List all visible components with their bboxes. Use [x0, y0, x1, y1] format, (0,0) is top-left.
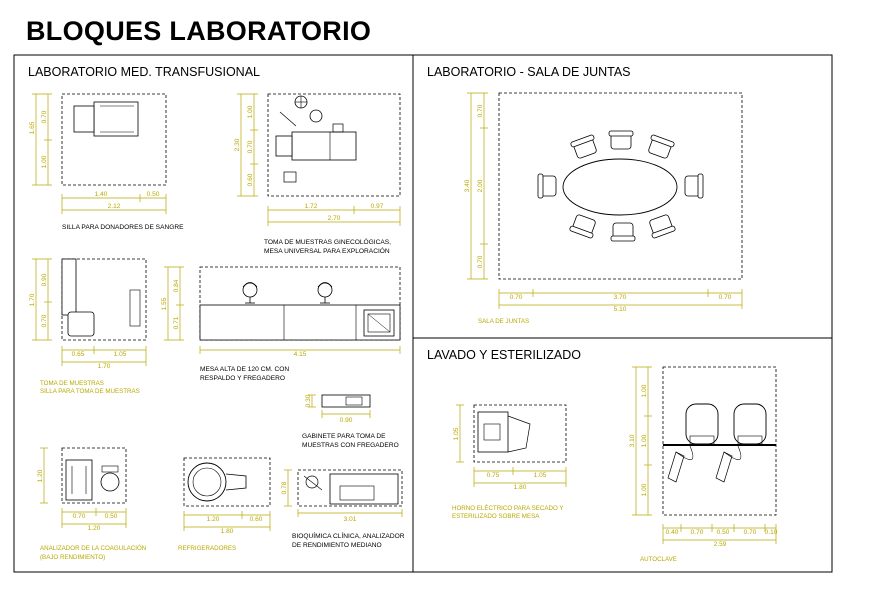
frame-outer	[13, 54, 833, 573]
dim-text: 0.70	[477, 255, 484, 268]
dim-text: 1.70	[98, 363, 111, 370]
caption-bioquimica-2: DE RENDIMIENTO MEDIANO	[292, 542, 382, 549]
caption-silla: SILLA PARA DONADORES DE SANGRE	[62, 224, 184, 231]
dim-text: 1.40	[95, 191, 108, 198]
block-silla-donadores	[32, 93, 167, 214]
caption-toma-muestras-1: TOMA DE MUESTRAS	[40, 380, 104, 387]
dimension-labels: 1.40 0.50 2.12 1.65 0.70 1.00 1.72 0.97 …	[29, 104, 778, 548]
dim-text: 2.12	[108, 203, 121, 210]
block-toma-ginecologicas	[237, 93, 401, 226]
dim-text: 0.10	[765, 529, 778, 536]
dim-text: 0.70	[691, 529, 704, 536]
dim-text: 1.00	[41, 155, 48, 168]
dim-text: 1.00	[641, 384, 648, 397]
block-analizador	[40, 447, 127, 528]
section-title-juntas: LABORATORIO - SALA DE JUNTAS	[427, 65, 631, 79]
dim-text: 1.05	[534, 472, 547, 479]
dim-text: 1.05	[453, 427, 460, 440]
block-toma-muestras-silla	[32, 258, 147, 366]
dim-text: 1.80	[514, 484, 527, 491]
dim-text: 0.50	[105, 513, 118, 520]
section-title-lavado: LAVADO Y ESTERILIZADO	[427, 348, 581, 362]
block-mesa-alta	[164, 266, 401, 354]
caption-horno-1: HORNO ELÉCTRICO PARA SECADO Y	[452, 505, 564, 512]
caption-horno-2: ESTERILIZADO SOBRE MESA	[452, 513, 540, 520]
caption-bioquimica-1: BIOQUÍMICA CLÍNICA, ANALIZADOR	[292, 533, 405, 540]
dim-text: 2.30	[234, 138, 241, 151]
dim-text: 0.70	[510, 294, 523, 301]
dim-text: 0.30	[305, 394, 312, 407]
dim-text: 1.20	[37, 469, 44, 482]
dim-text: 1.05	[114, 351, 127, 358]
dim-text: 1.80	[221, 528, 234, 535]
block-sala-juntas	[467, 92, 743, 309]
dim-text: 0.65	[72, 351, 85, 358]
caption-mesa-1: MESA ALTA DE 120 CM. CON	[200, 366, 290, 373]
dim-text: 0.70	[247, 140, 254, 153]
caption-analizador-2: (BAJO RENDIMIENTO)	[40, 554, 106, 561]
dim-text: 0.78	[281, 481, 288, 494]
caption-sala-juntas: SALA DE JUNTAS	[478, 318, 530, 325]
dim-text: 0.97	[371, 203, 384, 210]
caption-toma-muestras-2: SILLA PARA TOMA DE MUESTRAS	[40, 388, 140, 395]
dim-text: 1.20	[88, 525, 101, 532]
caption-autoclave: AUTOCLAVE	[640, 556, 677, 563]
dim-text: 1.00	[247, 105, 254, 118]
dim-text: 1.70	[29, 293, 36, 306]
dim-text: 3.40	[464, 179, 471, 192]
caption-analizador-1: ANALIZADOR DE LA COAGULACIÓN	[40, 545, 147, 552]
dim-text: 2.00	[477, 179, 484, 192]
dim-text: 1.72	[305, 203, 318, 210]
dim-text: 0.60	[250, 516, 263, 523]
page-title: BLOQUES LABORATORIO	[26, 16, 372, 46]
dim-text: 0.71	[173, 316, 180, 329]
dim-text: 0.70	[41, 314, 48, 327]
dim-text: 0.90	[340, 417, 353, 424]
dim-text: 0.84	[173, 279, 180, 292]
section-title-transfusional: LABORATORIO MED. TRANSFUSIONAL	[28, 65, 260, 79]
dim-text: 2.70	[328, 215, 341, 222]
dim-text: 0.70	[719, 294, 732, 301]
caption-toma-1: TOMA DE MUESTRAS GINECOLÓGICAS,	[264, 239, 392, 246]
caption-gabinete-2: MUESTRAS CON FREGADERO	[302, 442, 399, 449]
caption-mesa-2: RESPALDO Y FREGADERO	[200, 375, 286, 382]
dim-text: 0.40	[666, 529, 679, 536]
dim-text: 3.10	[629, 434, 636, 447]
dim-text: 5.10	[614, 306, 627, 313]
block-autoclave	[632, 366, 777, 544]
dim-text: 0.90	[41, 273, 48, 286]
dim-text: 1.20	[207, 516, 220, 523]
dim-text: 1.00	[641, 434, 648, 447]
dim-text: 3.01	[344, 516, 357, 523]
dim-text: 0.70	[477, 104, 484, 117]
caption-refrigeradores: REFRIGERADORES	[178, 545, 237, 552]
block-bioquimica	[284, 469, 403, 517]
dim-text: 0.70	[73, 513, 86, 520]
dim-text: 4.15	[294, 351, 307, 358]
dim-text: 3.70	[614, 294, 627, 301]
caption-toma-2: MESA UNIVERSAL PARA EXPLORACIÓN	[264, 248, 390, 255]
dim-text: 0.70	[41, 110, 48, 123]
caption-gabinete-1: GABINETE PARA TOMA DE	[302, 433, 386, 440]
dim-text: 0.75	[487, 472, 500, 479]
dim-text: 1.55	[161, 297, 168, 310]
dim-text: 1.65	[29, 121, 36, 134]
dim-text: 0.60	[247, 173, 254, 186]
dim-text: 0.50	[147, 191, 160, 198]
block-horno	[456, 404, 567, 487]
dim-text: 1.00	[641, 483, 648, 496]
dim-text: 0.50	[717, 529, 730, 536]
dim-text: 2.59	[714, 541, 727, 548]
block-refrigeradores	[183, 457, 271, 531]
dim-text: 0.70	[744, 529, 757, 536]
block-gabinete	[308, 394, 371, 418]
